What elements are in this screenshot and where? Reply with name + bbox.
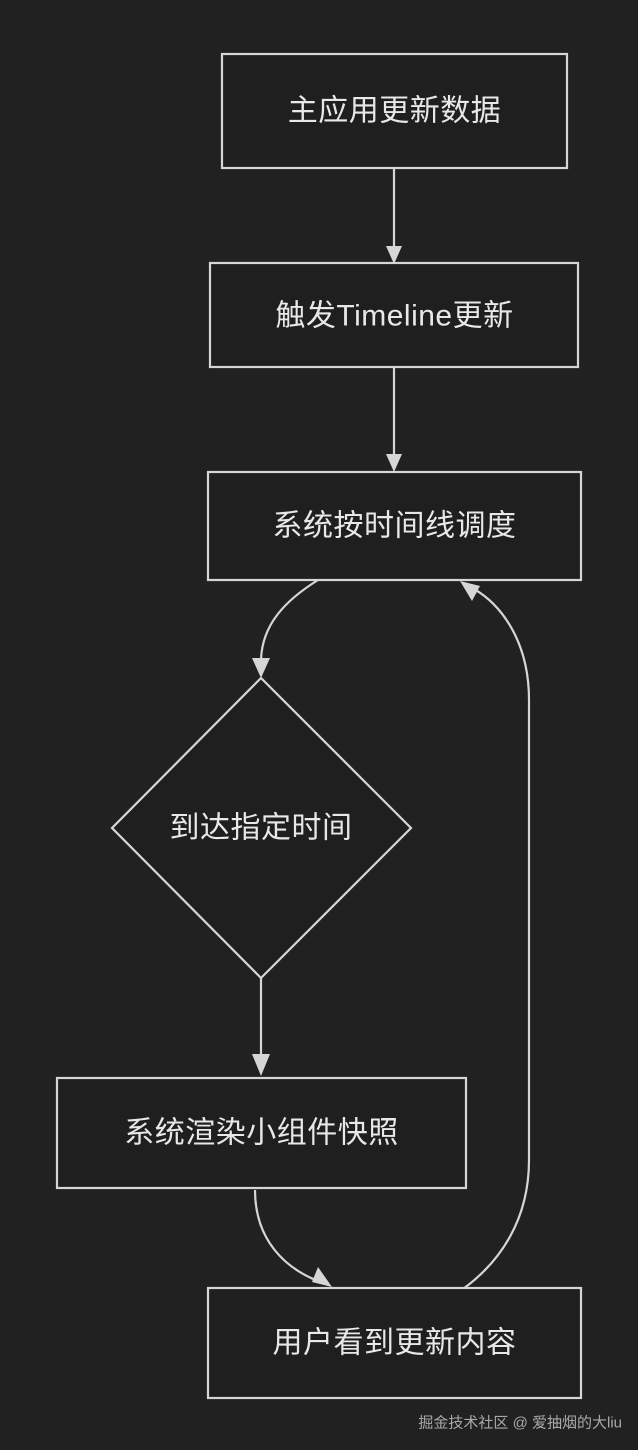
node-rect[interactable] xyxy=(206,1286,583,1400)
node-diamond[interactable] xyxy=(110,676,413,980)
node-user-sees-updated-content[interactable]: 用户看到更新内容 xyxy=(206,1286,583,1400)
node-label: 系统按时间线调度 xyxy=(273,510,517,543)
node-rect[interactable] xyxy=(55,1076,468,1190)
node-label: 用户看到更新内容 xyxy=(273,1327,517,1360)
arrow-head-icon xyxy=(460,581,480,601)
node-rect[interactable] xyxy=(206,470,583,582)
node-trigger-timeline-update[interactable]: 触发Timeline更新 xyxy=(208,261,580,369)
arrow-head-icon xyxy=(252,1054,270,1076)
node-system-timeline-schedule[interactable]: 系统按时间线调度 xyxy=(206,470,583,582)
node-reached-scheduled-time[interactable]: 到达指定时间 xyxy=(110,676,413,980)
edge-n1-n2 xyxy=(386,168,402,264)
edge-line xyxy=(462,588,531,1290)
node-main-app-update-data[interactable]: 主应用更新数据 xyxy=(220,52,569,170)
watermark-text: 掘金技术社区 @ 爱抽烟的大liu xyxy=(418,1415,622,1432)
arrow-head-icon xyxy=(386,454,402,472)
edge-n4-n5 xyxy=(252,978,270,1076)
node-label: 到达指定时间 xyxy=(170,812,353,845)
node-system-render-widget-snapshot[interactable]: 系统渲染小组件快照 xyxy=(55,1076,468,1190)
edge-n3-n4 xyxy=(252,579,319,678)
node-rect[interactable] xyxy=(220,52,569,170)
node-label: 主应用更新数据 xyxy=(288,95,502,128)
arrow-head-icon xyxy=(386,246,402,264)
edge-n6-n3 xyxy=(460,581,531,1290)
edge-line xyxy=(259,579,319,661)
edge-line xyxy=(253,1189,319,1283)
node-label: 触发Timeline更新 xyxy=(275,300,513,333)
node-label: 系统渲染小组件快照 xyxy=(124,1117,399,1150)
arrow-head-icon xyxy=(252,658,270,678)
arrow-head-icon xyxy=(312,1267,332,1287)
edge-n2-n3 xyxy=(386,367,402,472)
edge-n5-n6 xyxy=(253,1189,332,1287)
node-rect[interactable] xyxy=(208,261,580,369)
